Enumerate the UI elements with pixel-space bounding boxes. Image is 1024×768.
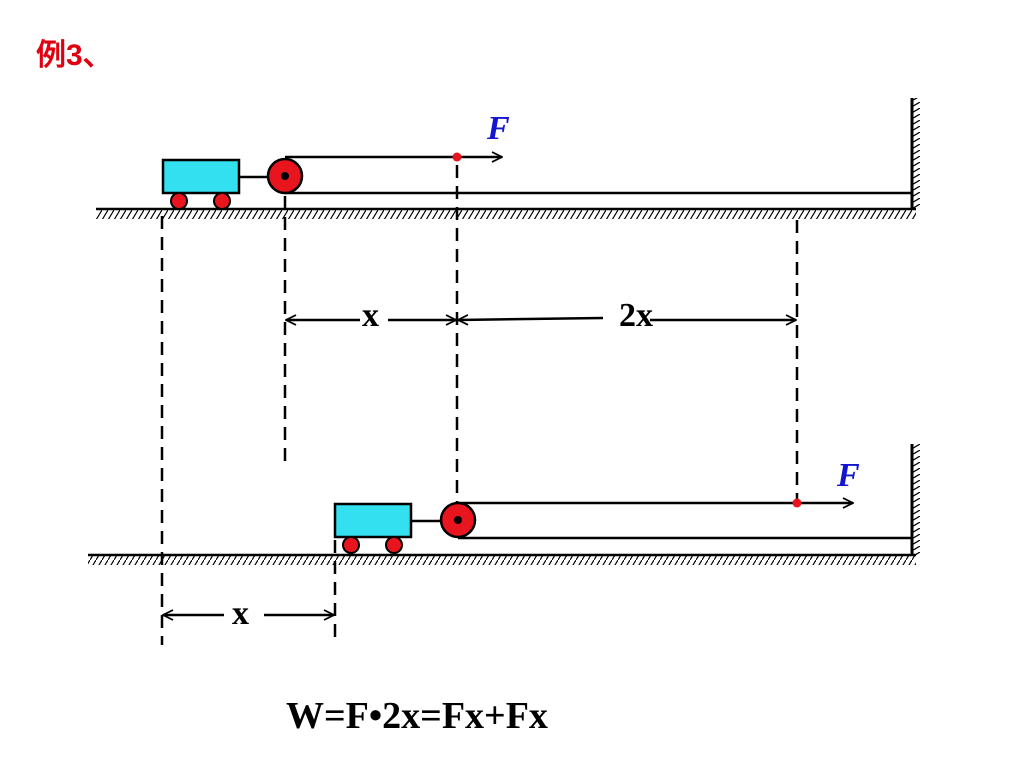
top-scene: F [96,98,920,219]
bottom-pulley [439,501,477,539]
dimension-x-bottom: x [163,595,334,632]
top-cart [161,158,268,210]
top-force-label: F [486,110,510,147]
heading: 例3、 [36,39,113,72]
dimension-x-bottom-label: x [232,595,249,632]
work-equation: W=F•2x=Fx+Fx [286,695,548,737]
top-cart-body [161,158,241,195]
top-pulley [266,157,304,195]
bottom-cart-wheel-left [342,536,360,554]
dimension-x-top-label: x [362,297,379,334]
bottom-pulley-axle [454,516,462,524]
dimension-2x-left-arrow [458,318,604,320]
top-wall-hatch [913,98,920,210]
top-cart-wheel-left [170,192,188,210]
bottom-cart-wheel-right [385,536,403,554]
top-ground-hatch [96,210,916,219]
top-force-point [452,152,462,162]
bottom-scene: F [88,444,920,565]
dimension-2x-label: 2x [619,297,653,334]
bottom-cart [333,502,441,554]
bottom-cart-body [333,502,413,539]
bottom-force-point [792,498,802,508]
top-pulley-axle [281,172,289,180]
bottom-force-label: F [836,457,860,494]
dimension-2x: 2x [458,297,796,334]
top-cart-wheel-right [213,192,231,210]
bottom-wall-hatch [913,444,920,556]
dimension-x-top: x [286,297,456,334]
bottom-ground-hatch [88,556,916,565]
guide-lines [160,165,799,645]
